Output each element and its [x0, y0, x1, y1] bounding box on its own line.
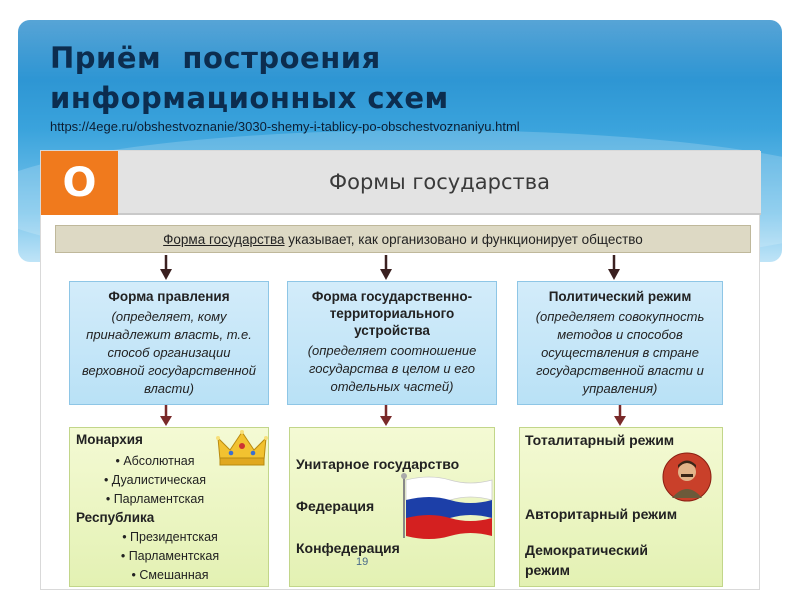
list-item: Федерация	[296, 498, 375, 514]
arrow-down-icon	[607, 255, 621, 281]
list-item: • Абсолютная	[115, 454, 195, 468]
republic-heading: Республика	[76, 510, 155, 525]
arrow-down-icon	[159, 255, 173, 281]
list-item: Тоталитарный режим	[525, 432, 675, 448]
list-item: • Дуалистическая	[103, 473, 207, 487]
arrow-down-icon	[613, 405, 627, 431]
definition-text: указывает, как организовано и функционир…	[284, 231, 643, 247]
regimes-list: Тоталитарный режим Авторитарный режим Де…	[519, 427, 723, 587]
list-item: Конфедерация	[296, 540, 400, 556]
russian-flag-icon	[400, 472, 494, 545]
box-description: (определяет соотношение государства в це…	[307, 343, 477, 394]
list-item: Авторитарный режим	[525, 506, 678, 522]
page-number: 19	[356, 556, 369, 568]
arrow-down-icon	[379, 255, 393, 281]
box-description: (определяет совокупность методов и спосо…	[535, 309, 705, 396]
crown-icon	[216, 430, 268, 473]
section-letter: О	[41, 151, 118, 215]
scheme-image: О Формы государства Форма государства ук…	[40, 150, 761, 590]
arrow-down-icon	[159, 405, 173, 431]
list-item: Унитарное государство	[296, 456, 460, 472]
definition-term: Форма государства	[163, 231, 285, 247]
slide-title-line2: информационных схем	[50, 81, 449, 115]
portrait-icon	[662, 452, 712, 507]
box-heading: Форма правления	[108, 289, 230, 304]
list-item: Демократический режим	[525, 542, 649, 578]
political-regime-box: Политический режим (определяет совокупно…	[517, 281, 723, 405]
territorial-structure-box: Форма государственно-территориального ус…	[287, 281, 497, 405]
box-heading: Политический режим	[548, 289, 692, 304]
box-heading: Форма государственно-территориального ус…	[311, 289, 473, 338]
form-of-government-box: Форма правления (определяет, кому принад…	[69, 281, 269, 405]
list-item: • Парламентская	[120, 549, 220, 563]
definition-bar: Форма государства указывает, как организ…	[55, 225, 751, 253]
list-item: • Смешанная	[131, 568, 209, 582]
government-forms-list: Монархия • Абсолютная • Дуалистическая •…	[69, 427, 269, 587]
arrow-down-icon	[379, 405, 393, 431]
source-url[interactable]: https://4ege.ru/obshestvoznanie/3030-she…	[50, 119, 520, 134]
list-item: • Президентская	[122, 530, 218, 544]
slide-title-line1: Приём построения	[50, 41, 381, 75]
monarchy-heading: Монархия	[76, 432, 143, 447]
slide-title: Приём построения информационных схем	[50, 38, 750, 118]
list-item: • Парламентская	[105, 492, 205, 506]
scheme-header: Формы государства	[118, 151, 761, 215]
territorial-forms-list: Унитарное государство Федерация Конфедер…	[289, 427, 495, 587]
box-description: (определяет, кому принадлежит власть, т.…	[82, 309, 256, 396]
